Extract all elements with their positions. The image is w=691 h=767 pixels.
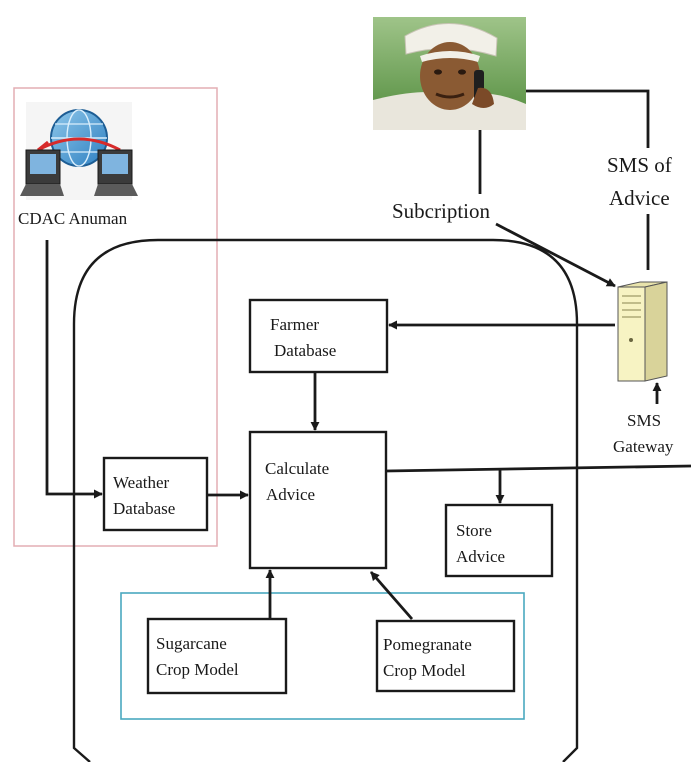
crop-models-group xyxy=(120,592,525,720)
sugarcane-model-box xyxy=(146,617,288,695)
server-tower-icon xyxy=(617,281,668,382)
farmer-database-label-line1: Farmer xyxy=(270,315,319,334)
store-advice-label-line1: Store xyxy=(456,521,492,540)
calculate-advice-label-line2: Advice xyxy=(266,485,315,504)
edge-cdac-to-weather-db xyxy=(45,240,103,499)
edge-subscription-to-gateway xyxy=(495,222,616,288)
sms-gateway-label-line1: SMS xyxy=(627,411,661,430)
farmer-database-box xyxy=(248,298,389,374)
store-advice-box xyxy=(444,503,554,578)
pomegranate-model-box xyxy=(375,619,516,693)
edge-sms-advice-to-farmer xyxy=(526,89,650,148)
sms-advice-label-line1: SMS of xyxy=(607,153,672,177)
farmer-database-label-line2: Database xyxy=(274,341,336,360)
weather-database-label-line2: Database xyxy=(113,499,175,518)
connectors xyxy=(45,89,691,620)
networked-computers-globe-icon xyxy=(20,102,138,200)
edge-pomegranate-to-calculate xyxy=(369,571,414,620)
sugarcane-model-label-line2: Crop Model xyxy=(156,660,239,679)
system-boundary xyxy=(72,238,579,763)
sms-gateway-label-line2: Gateway xyxy=(613,437,674,456)
calculate-advice-box xyxy=(248,430,388,570)
cdac-anuman-label: CDAC Anuman xyxy=(18,209,128,228)
weather-database-box xyxy=(102,456,209,532)
sms-advice-label-line2: Advice xyxy=(609,186,670,210)
edge-calculate-to-gateway xyxy=(385,464,691,473)
cdac-region xyxy=(13,87,218,547)
subscription-label: Subcription xyxy=(392,199,490,223)
pomegranate-model-label-line2: Crop Model xyxy=(383,661,466,680)
weather-database-label-line1: Weather xyxy=(113,473,170,492)
store-advice-label-line2: Advice xyxy=(456,547,505,566)
calculate-advice-label-line1: Calculate xyxy=(265,459,329,478)
pomegranate-model-label-line1: Pomegranate xyxy=(383,635,472,654)
farmer-on-phone-photo xyxy=(373,17,526,130)
sugarcane-model-label-line1: Sugarcane xyxy=(156,634,227,653)
